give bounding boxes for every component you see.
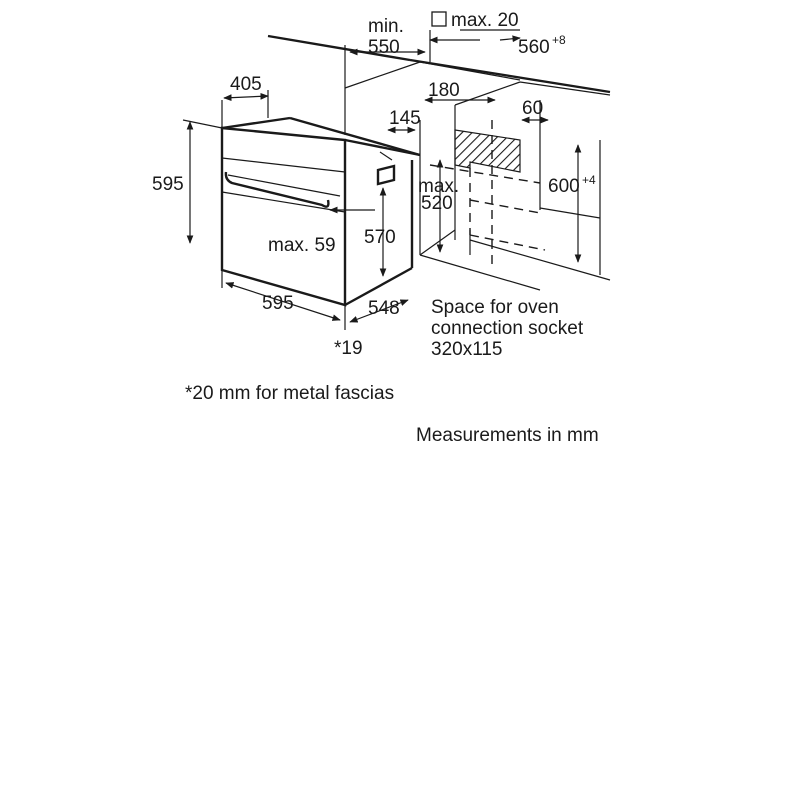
label-max: max.	[418, 176, 459, 197]
label-405: 405	[230, 74, 262, 95]
label-520: 520	[421, 193, 453, 214]
label-max59: max. 59	[268, 235, 336, 256]
label-max20: max. 20	[451, 10, 519, 31]
label-595-height: 595	[152, 174, 184, 195]
square-symbol-icon	[431, 11, 447, 27]
label-fascia: *19	[334, 338, 363, 359]
label-min: min.	[368, 16, 404, 37]
units-note: Measurements in mm	[416, 425, 599, 446]
label-560-tolerance: +8	[552, 33, 566, 47]
label-145: 145	[389, 108, 421, 129]
footnote: *20 mm for metal fascias	[185, 383, 394, 404]
socket-note-line1: Space for oven	[431, 297, 559, 318]
label-600-tolerance: +4	[582, 173, 596, 187]
label-570: 570	[364, 227, 396, 248]
label-180: 180	[428, 80, 460, 101]
label-600: 600	[548, 176, 580, 197]
oven-body	[220, 116, 421, 307]
label-595-width: 595	[262, 293, 294, 314]
socket-note-line2: connection socket	[431, 318, 584, 339]
socket-note-line3: 320x115	[431, 339, 503, 360]
label-548: 548	[368, 298, 400, 319]
socket-area	[429, 120, 546, 268]
dimension-lines	[182, 29, 582, 330]
label-60: 60	[522, 98, 543, 119]
label-560: 560	[518, 37, 550, 58]
label-550: 550	[368, 37, 400, 58]
